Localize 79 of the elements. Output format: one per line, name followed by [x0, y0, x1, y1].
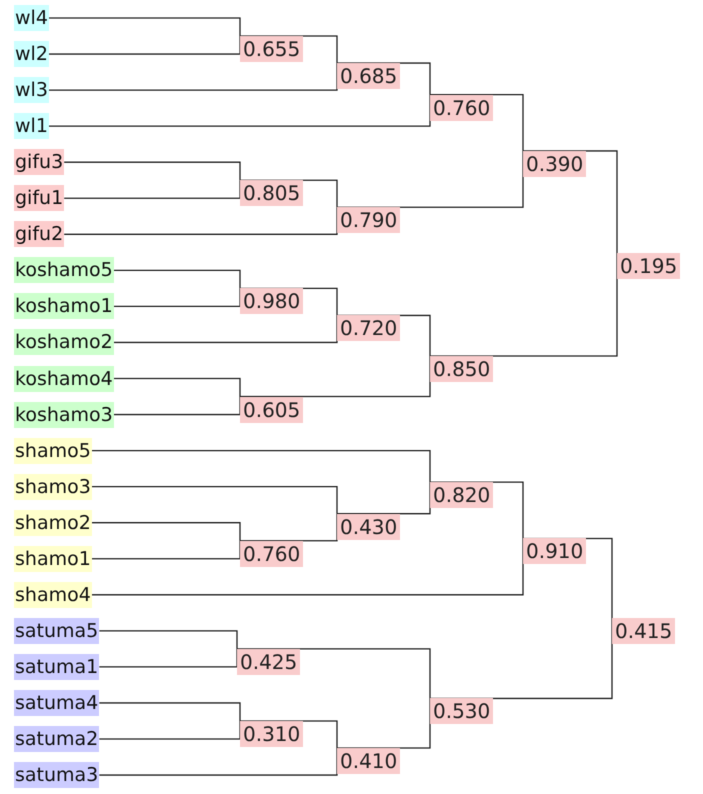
leaf-label: gifu3 [14, 149, 64, 176]
support-value: 0.425 [237, 648, 300, 675]
tree-branch [114, 396, 241, 416]
leaf-label: satuma4 [14, 690, 100, 716]
tree-branch [114, 378, 241, 397]
tree-branch [430, 253, 618, 357]
leaf-label: shamo2 [14, 510, 92, 536]
tree-branch [64, 207, 338, 235]
leaf-label: koshamo1 [14, 293, 114, 320]
tree-branch [337, 482, 431, 514]
support-value: 0.980 [240, 288, 304, 314]
tree-branch [523, 150, 618, 254]
support-value: 0.605 [240, 396, 304, 423]
leaf-label: wl3 [14, 77, 49, 104]
tree-branch [240, 356, 431, 398]
support-value: 0.310 [240, 720, 304, 747]
support-value: 0.530 [430, 698, 494, 724]
support-value: 0.790 [337, 207, 400, 234]
tree-branch [337, 698, 431, 749]
tree-branch [99, 702, 241, 721]
support-value: 0.410 [337, 748, 400, 774]
tree-branch [114, 288, 241, 308]
tree-branch [48, 36, 241, 55]
tree-branch [430, 94, 524, 151]
tree-branch [48, 63, 338, 91]
tree-branch [240, 35, 338, 64]
leaf-label: satuma3 [14, 762, 100, 788]
leaf-label: shamo5 [14, 438, 92, 464]
tree-branch [240, 180, 338, 208]
tree-branch [114, 270, 241, 288]
tree-branch [337, 150, 524, 208]
tree-branch [240, 720, 338, 748]
tree-branch [99, 720, 241, 740]
tree-branch [92, 450, 431, 482]
support-value: 0.805 [240, 180, 304, 206]
support-value: 0.760 [430, 94, 494, 121]
support-value: 0.415 [612, 618, 676, 644]
leaf-label: gifu1 [14, 185, 64, 212]
tree-branch [237, 648, 431, 698]
support-value: 0.910 [523, 538, 586, 564]
tree-branch [92, 538, 524, 596]
tree-branch [430, 482, 524, 538]
support-value: 0.760 [240, 540, 304, 567]
tree-branch [64, 162, 241, 180]
tree-branch [337, 62, 431, 95]
tree-branch [99, 648, 238, 668]
tree-branch [48, 17, 241, 36]
support-value: 0.720 [337, 315, 400, 342]
leaf-label: koshamo3 [14, 402, 114, 428]
leaf-label: wl4 [14, 5, 49, 31]
leaf-label: koshamo2 [14, 329, 114, 356]
support-value: 0.195 [617, 253, 680, 280]
leaf-label: shamo4 [14, 582, 92, 608]
support-value: 0.655 [240, 36, 304, 62]
support-value: 0.850 [430, 356, 494, 382]
support-value: 0.390 [523, 150, 586, 177]
tree-branch [99, 630, 238, 649]
tree-branch [48, 94, 431, 127]
leaf-label: wl1 [14, 113, 49, 140]
leaf-label: shamo3 [14, 474, 92, 500]
tree-branch [92, 540, 241, 560]
support-value: 0.820 [430, 482, 494, 508]
tree-branch [240, 514, 338, 542]
tree-branch [92, 522, 241, 541]
tree-branch [114, 315, 338, 344]
leaf-label: satuma2 [14, 726, 100, 752]
leaf-label: satuma5 [14, 618, 100, 644]
leaf-label: koshamo4 [14, 366, 114, 392]
leaf-label: koshamo5 [14, 257, 114, 284]
support-value: 0.430 [337, 514, 400, 540]
tree-branch [99, 748, 338, 776]
support-value: 0.685 [337, 63, 400, 90]
leaf-label: wl2 [14, 41, 49, 68]
leaf-label: gifu2 [14, 221, 64, 248]
leaf-label: shamo1 [14, 546, 92, 572]
leaf-label: satuma1 [14, 654, 100, 680]
tree-branch [240, 288, 338, 316]
tree-branch [92, 486, 338, 514]
tree-branch [64, 180, 241, 199]
